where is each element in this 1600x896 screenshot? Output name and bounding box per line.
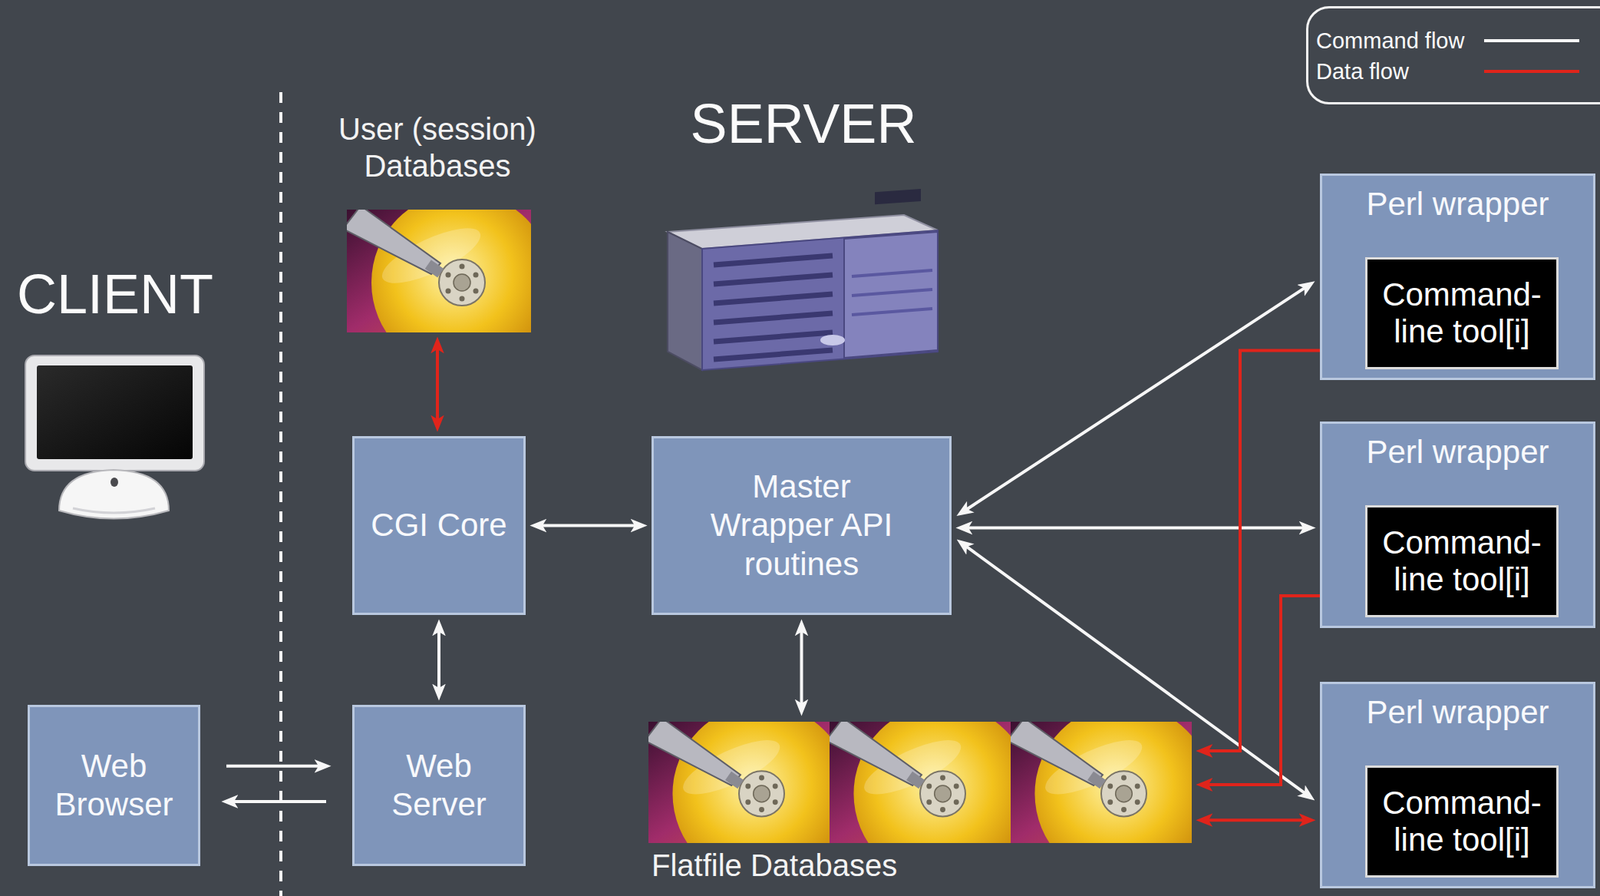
flow-arrow <box>960 542 1311 798</box>
legend-text: Command flow <box>1316 28 1482 54</box>
database-disk-pictures <box>343 191 1214 883</box>
database-disk-pictures <box>1006 703 1213 883</box>
legend-line-sample <box>1484 39 1580 43</box>
process-box: Web Browser <box>27 704 201 866</box>
server-illustration <box>844 231 938 358</box>
node-text: Command-line tool[i] <box>1375 784 1549 859</box>
legend-text: Data flow <box>1316 59 1482 85</box>
node-text: Master Wrapper API routines <box>690 467 914 584</box>
node-text: Perl wrapper <box>1365 184 1549 224</box>
imac-illustration <box>25 355 205 519</box>
server-illustration <box>820 334 845 346</box>
side-label: SERVER <box>690 93 918 155</box>
server-illustration <box>667 188 938 370</box>
side-label: CLIENT <box>16 263 214 325</box>
tool-box: Command-line tool[i] <box>1365 504 1559 617</box>
database-disk-pictures <box>343 191 553 373</box>
flow-arrow <box>1200 350 1320 751</box>
node-text: Command-line tool[i] <box>1375 524 1549 599</box>
node-text: Web Browser <box>37 746 191 825</box>
process-box: Web Server <box>352 704 526 866</box>
tool-box: Command-line tool[i] <box>1365 765 1559 878</box>
server-illustration <box>713 255 833 360</box>
legend-line-sample <box>1484 36 1580 45</box>
tool-box: Command-line tool[i] <box>1365 257 1559 370</box>
process-box: Master Wrapper API routines <box>651 435 952 615</box>
database-node: User (session) Databases <box>318 107 557 333</box>
imac-illustration <box>59 469 169 519</box>
node-text: Flatfile Databases <box>651 847 898 883</box>
flow-arrow <box>226 799 327 803</box>
imac-illustration <box>36 365 193 459</box>
flow-arrow <box>1200 818 1311 822</box>
legend-row: Command flow <box>1316 26 1580 55</box>
server-illustration <box>702 230 938 370</box>
flow-arrow <box>534 524 643 528</box>
flow-arrow <box>226 764 327 768</box>
server-illustration <box>667 231 703 370</box>
flow-arrow <box>960 283 1311 514</box>
server-illustration <box>874 188 921 205</box>
node-text: Perl wrapper <box>1365 432 1549 472</box>
imac-illustration <box>110 477 119 487</box>
wrapper-box: Perl wrapperCommand-line tool[i] <box>1319 173 1596 380</box>
node-text: Command-line tool[i] <box>1375 276 1549 351</box>
process-box: CGI Core <box>352 435 526 615</box>
node-text: User (session) Databases <box>318 110 557 185</box>
legend-line-sample <box>1484 67 1580 76</box>
wrapper-box: Perl wrapperCommand-line tool[i] <box>1319 421 1596 628</box>
imac-illustration <box>25 355 205 471</box>
flow-arrow <box>435 341 439 427</box>
legend-row: Data flow <box>1316 57 1580 86</box>
legend-line-sample <box>1484 69 1580 73</box>
flow-arrow <box>437 623 441 696</box>
legend-box: Command flowData flow <box>1306 6 1600 105</box>
wrapper-box: Perl wrapperCommand-line tool[i] <box>1319 681 1596 888</box>
node-text: CGI Core <box>370 505 507 545</box>
flow-arrow <box>1200 595 1320 785</box>
node-text: Web Server <box>362 746 516 825</box>
database-node: Flatfile Databases <box>648 719 1192 883</box>
flow-arrow <box>960 526 1311 530</box>
imac-illustration <box>72 508 156 513</box>
node-text: Perl wrapper <box>1365 692 1549 732</box>
server-illustration <box>851 270 933 315</box>
flow-arrow <box>800 623 804 711</box>
client-server-divider <box>279 92 283 896</box>
